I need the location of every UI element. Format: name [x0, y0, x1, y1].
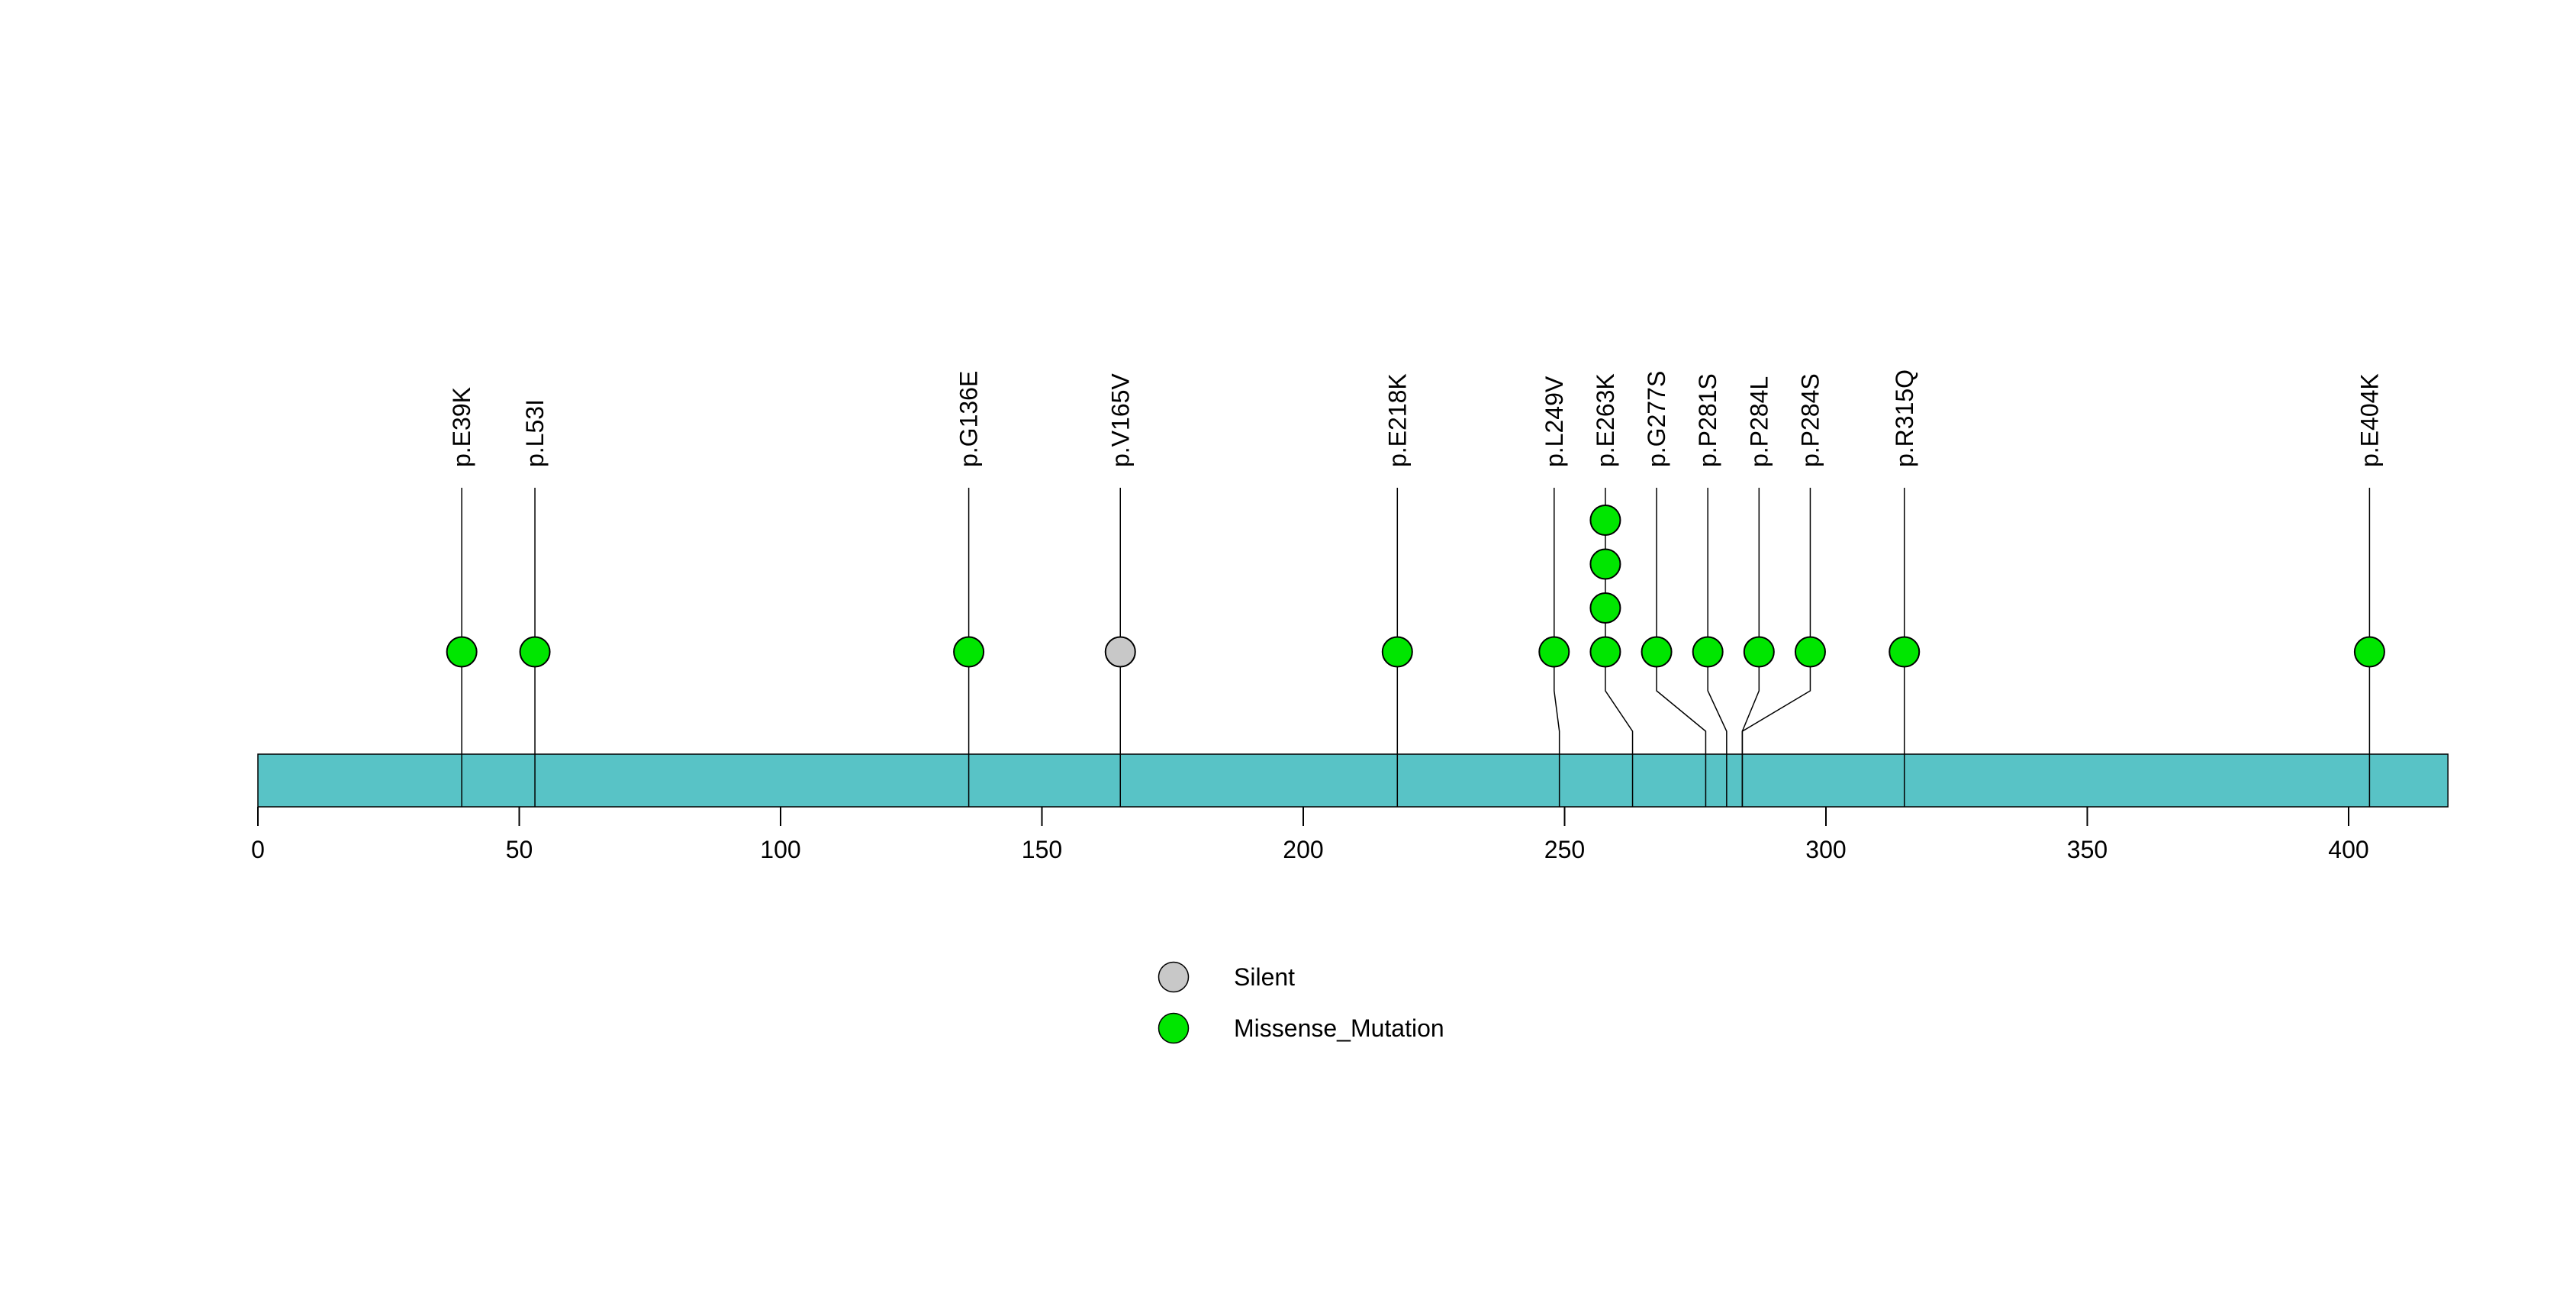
- legend-item: Silent: [1158, 961, 1295, 993]
- mutation-stem: [1656, 488, 1707, 807]
- mutation-stem: [1605, 488, 1634, 807]
- mutation-stem: [1554, 488, 1560, 807]
- mutation-circle: [1589, 636, 1621, 668]
- mutation-label: p.V165V: [1106, 373, 1134, 467]
- mutation-circle: [2353, 636, 2385, 668]
- axis-tick-label: 100: [760, 836, 800, 863]
- legend-swatch-silent-icon: [1158, 961, 1190, 993]
- mutation-circle: [446, 636, 478, 668]
- mutation-stem: [1741, 488, 1811, 807]
- mutation-label: p.G277S: [1643, 371, 1670, 467]
- axis-tick-label: 250: [1544, 836, 1585, 863]
- mutation-circle: [1589, 548, 1621, 580]
- mutation-label: p.E404K: [2355, 373, 2383, 467]
- legend-label: Missense_Mutation: [1234, 1014, 1444, 1042]
- legend-swatch-missense_mutation-icon: [1158, 1012, 1190, 1044]
- mutation-label: p.E263K: [1592, 373, 1619, 467]
- mutation-circle: [519, 636, 551, 668]
- mutation-circle: [953, 636, 985, 668]
- mutation-stem: [1707, 488, 1728, 807]
- axis-tick-label: 350: [2067, 836, 2107, 863]
- legend-item: Missense_Mutation: [1158, 1012, 1444, 1044]
- mutation-label: p.G136E: [955, 371, 983, 467]
- axis-tick-label: 200: [1283, 836, 1323, 863]
- mutation-circle: [1589, 592, 1621, 624]
- mutation-label: p.R315Q: [1891, 369, 1918, 467]
- mutation-label: p.P284S: [1796, 373, 1824, 467]
- mutation-label: p.L249V: [1541, 376, 1568, 467]
- mutation-label: p.E218K: [1383, 373, 1411, 467]
- mutation-circle: [1692, 636, 1724, 668]
- mutation-circle: [1381, 636, 1413, 668]
- mutation-circle: [1794, 636, 1826, 668]
- protein-bar: [257, 753, 2449, 808]
- axis-tick-label: 400: [2328, 836, 2368, 863]
- mutation-circle: [1641, 636, 1673, 668]
- mutation-circle: [1589, 505, 1621, 536]
- axis-tick-label: 50: [506, 836, 533, 863]
- mutation-circle: [1104, 636, 1136, 668]
- legend-label: Silent: [1234, 963, 1295, 991]
- mutation-label: p.P284L: [1745, 376, 1773, 467]
- mutation-label: p.E39K: [448, 387, 475, 467]
- mutation-label: p.P281S: [1694, 373, 1721, 467]
- mutation-circle: [1538, 636, 1570, 668]
- axis-tick-label: 300: [1805, 836, 1846, 863]
- mutation-label: p.L53I: [521, 399, 549, 467]
- axis-tick-label: 150: [1022, 836, 1062, 863]
- mutation-circle: [1743, 636, 1775, 668]
- axis-tick-label: 0: [251, 836, 265, 863]
- mutation-circle: [1889, 636, 1921, 668]
